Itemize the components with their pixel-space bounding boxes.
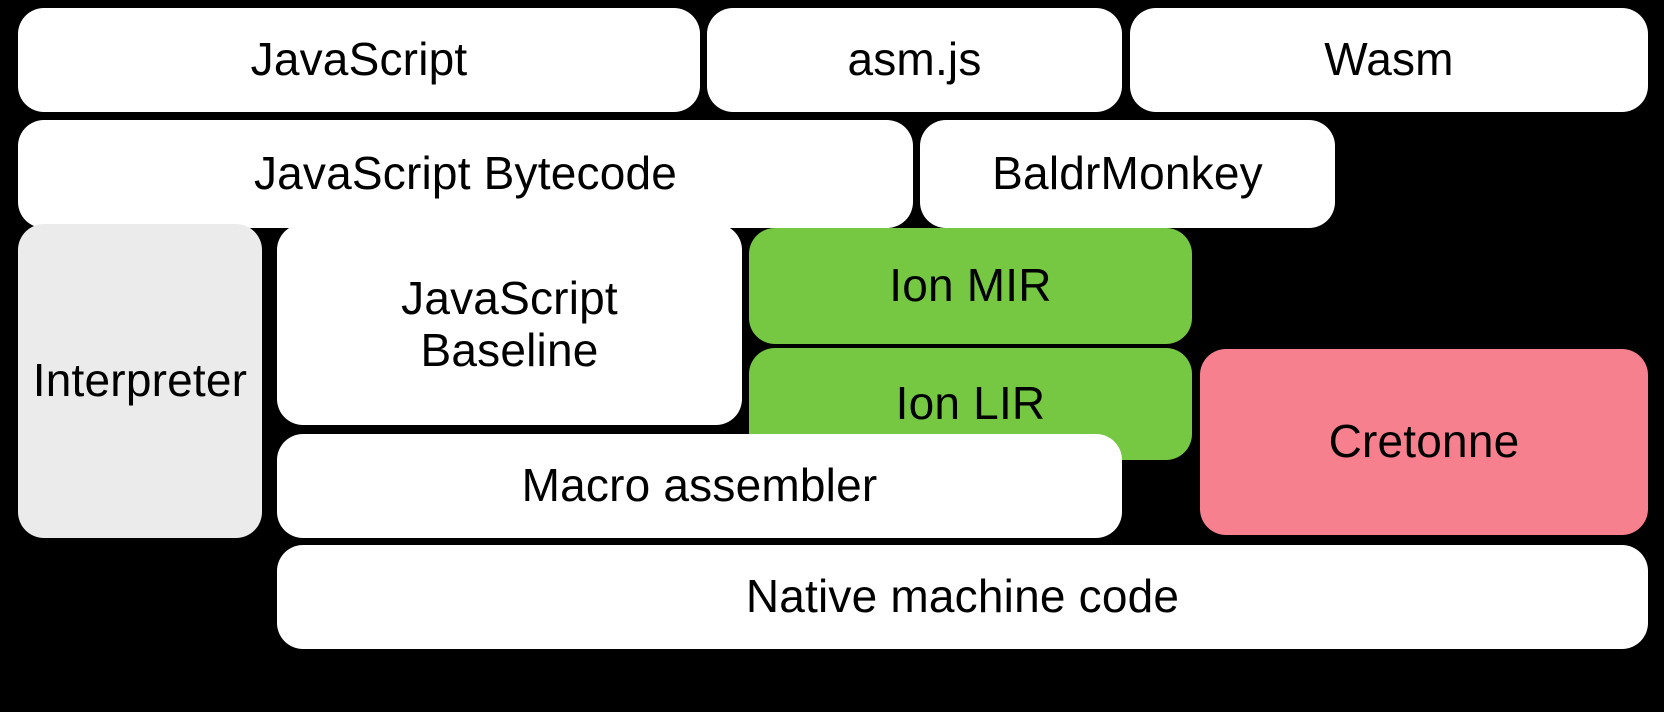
node-cretonne: Cretonne <box>1200 349 1648 535</box>
node-javascript-bytecode: JavaScript Bytecode <box>18 120 913 228</box>
node-wasm: Wasm <box>1130 8 1648 112</box>
node-asmjs: asm.js <box>707 8 1122 112</box>
node-baldrmonkey: BaldrMonkey <box>920 120 1335 228</box>
node-javascript: JavaScript <box>18 8 700 112</box>
node-interpreter: Interpreter <box>18 224 262 538</box>
node-javascript-baseline: JavaScript Baseline <box>277 224 742 425</box>
node-macro-assembler: Macro assembler <box>277 434 1122 538</box>
node-ion-mir: Ion MIR <box>749 228 1192 344</box>
node-native-machine-code: Native machine code <box>277 545 1648 649</box>
